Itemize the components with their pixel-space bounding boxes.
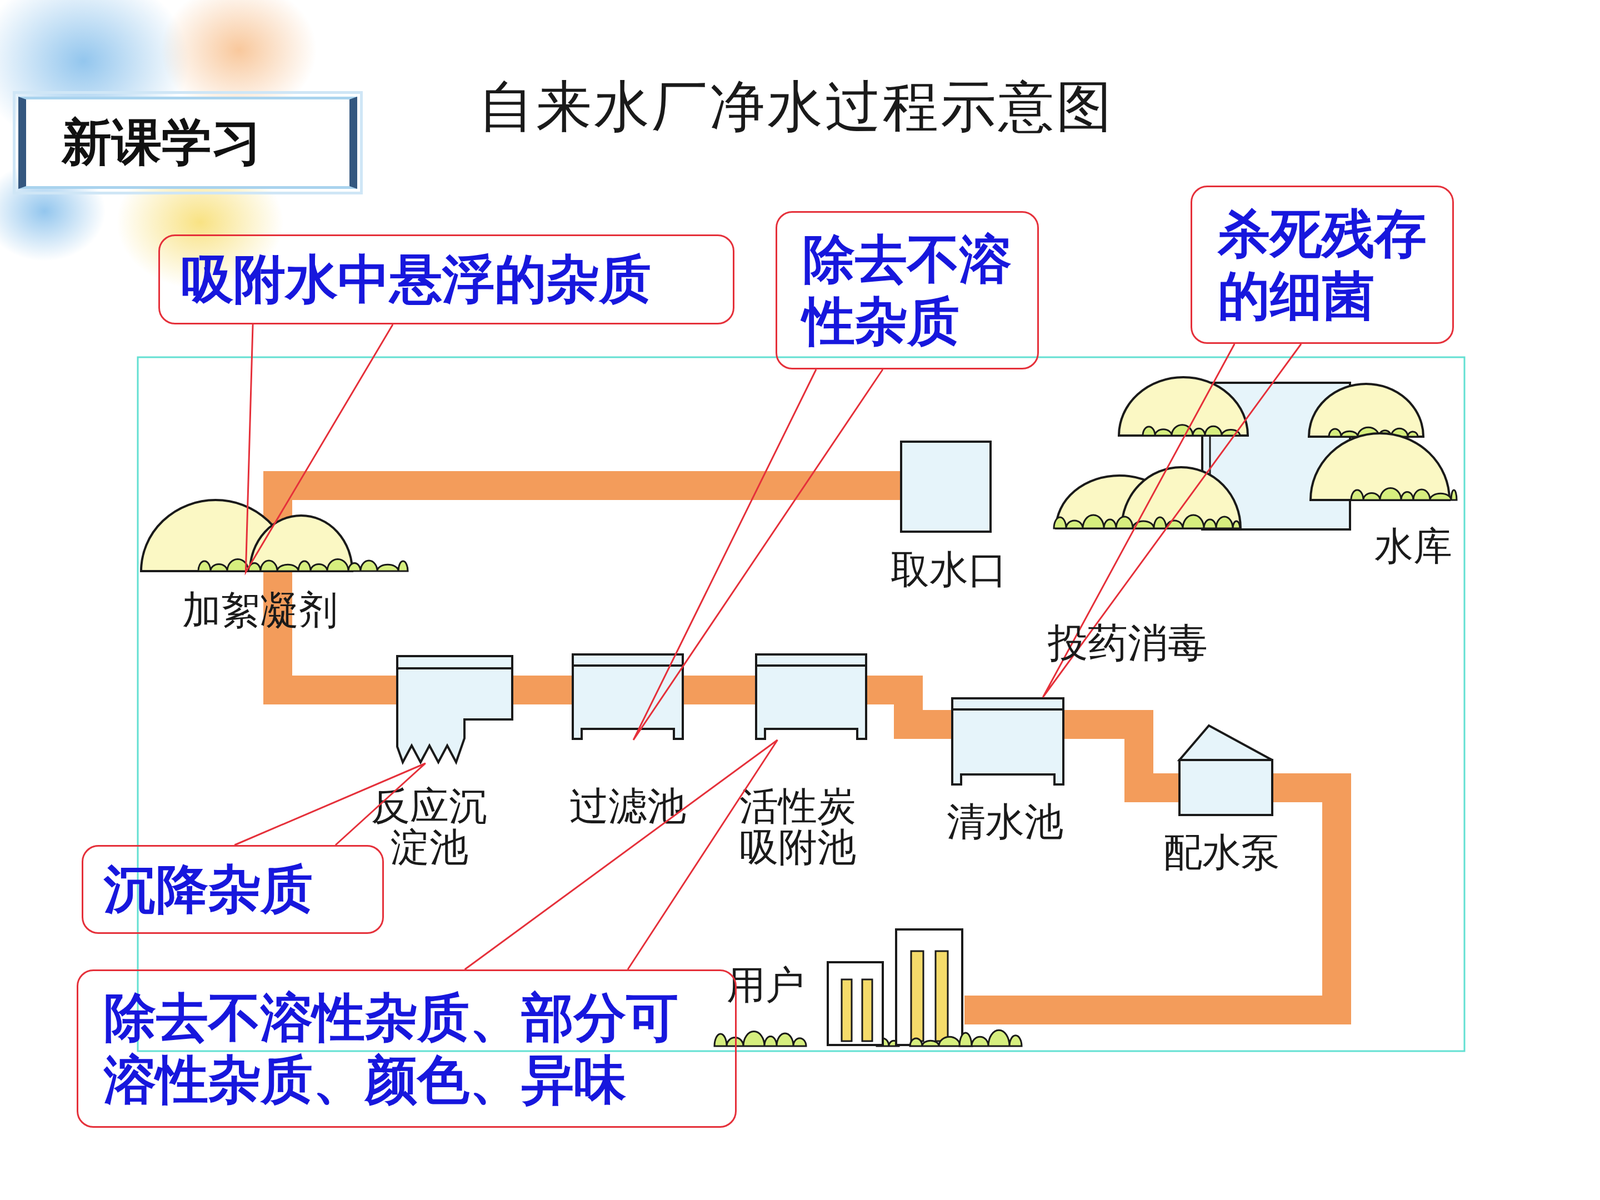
component-label: 配水泵 (1149, 831, 1294, 873)
callout-box: 吸附水中悬浮的杂质 (158, 234, 735, 325)
water-pipe (277, 485, 900, 500)
tank-body (756, 654, 867, 739)
window (841, 979, 852, 1042)
tank-lid (952, 708, 1064, 711)
window (935, 951, 948, 1042)
component-label: 反应沉 淀池 (360, 785, 499, 868)
tree-dome (1310, 433, 1450, 500)
tank-lid (756, 664, 867, 667)
bush (714, 1031, 807, 1047)
bush (959, 1030, 1022, 1047)
shape-outline (1051, 357, 1460, 531)
shape-outline (396, 655, 514, 764)
tree-dome (1308, 383, 1424, 437)
water-intake: 取水口 (900, 440, 992, 533)
filter-tank: 过滤池 (571, 653, 684, 740)
window (862, 979, 873, 1042)
diagram-title: 自来水厂净水过程示意图 (478, 70, 1114, 145)
bush (198, 558, 408, 572)
tank-body (572, 654, 683, 739)
building (896, 929, 963, 1045)
flocculant-station: 加絮凝剂 (140, 500, 412, 573)
pump-house: 配水泵 (1178, 724, 1274, 817)
water-pipe (513, 675, 572, 705)
component-label: 取水口 (865, 548, 1033, 590)
component-label: 活性炭 吸附池 (725, 785, 870, 868)
water-pipe (1064, 724, 1179, 788)
callout-box: 除去不溶 性杂质 (775, 211, 1039, 370)
shape-outline (826, 928, 965, 1047)
callout-text: 沉降杂质 (103, 858, 313, 921)
diagram-frame (137, 357, 1465, 1052)
reservoir: 水库 (1051, 357, 1460, 531)
tank-body (952, 698, 1064, 785)
shape-outline (951, 697, 1065, 786)
callout-text: 除去不溶 性杂质 (802, 228, 1038, 353)
component-label: 水库 (1357, 525, 1469, 567)
pump-house (1179, 760, 1273, 815)
badge-text: 新课学习 (61, 108, 262, 177)
callout-leader (234, 763, 425, 845)
settling-tank: 反应沉 淀池 (396, 655, 514, 764)
shape-outline (571, 653, 684, 740)
shape-outline (1178, 724, 1274, 817)
callout-box: 杀死残存 的细菌 (1190, 185, 1454, 344)
component-label: 过滤池 (555, 785, 700, 827)
users-buildings: 用户 (826, 928, 965, 1047)
tank-lid (397, 667, 513, 670)
tank-lid (572, 664, 683, 667)
bush (1142, 425, 1240, 436)
water-pipe (867, 690, 952, 725)
callout-text: 吸附水中悬浮的杂质 (181, 248, 652, 311)
callout-text: 杀死残存 的细菌 (1217, 202, 1453, 328)
bush (1053, 515, 1240, 529)
callout-leader (1042, 343, 1302, 698)
callout-box: 沉降杂质 (81, 845, 384, 934)
shape-outline (755, 653, 868, 740)
shape-outline (900, 440, 992, 533)
window (911, 951, 924, 1042)
step-label: 投药消毒 (1047, 621, 1208, 664)
callout-text: 除去不溶性杂质、部分可 溶性杂质、颜色、异味 (103, 986, 735, 1112)
intake-box (901, 441, 991, 532)
callout-leader (465, 740, 778, 970)
tank-body (397, 656, 513, 763)
water-pipe (683, 675, 755, 705)
callout-box: 除去不溶性杂质、部分可 溶性杂质、颜色、异味 (76, 969, 737, 1128)
section-badge: 新课学习 (18, 96, 358, 189)
clear-water-tank: 清水池 (951, 697, 1065, 786)
component-label: 加絮凝剂 (165, 589, 355, 631)
component-label: 清水池 (932, 801, 1078, 843)
building (827, 962, 883, 1045)
carbon-tank: 活性炭 吸附池 (755, 653, 868, 740)
bush (1351, 487, 1457, 500)
shape-outline (140, 500, 412, 573)
pump-roof (1179, 725, 1273, 760)
tree-dome (1118, 377, 1248, 436)
callout-leader (633, 369, 883, 740)
callout-leader (245, 324, 393, 573)
